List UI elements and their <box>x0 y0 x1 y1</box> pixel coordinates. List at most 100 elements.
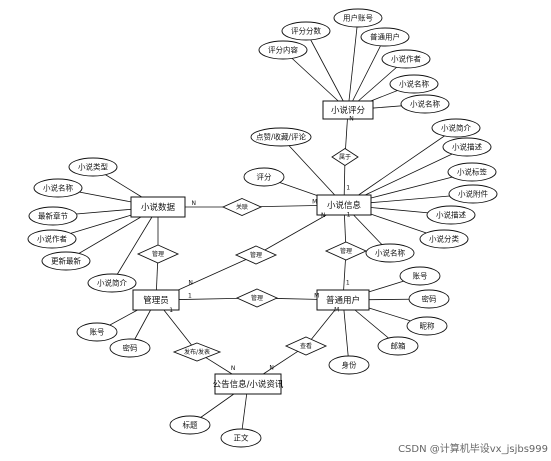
svg-text:最新章节: 最新章节 <box>38 211 68 221</box>
svg-text:正文: 正文 <box>234 433 249 443</box>
relationship-line <box>178 259 247 291</box>
attribute-review-a7: 小说名称 <box>400 94 450 114</box>
attribute-notice-a1: 标题 <box>169 415 211 435</box>
svg-text:小说分类: 小说分类 <box>429 234 459 244</box>
svg-text:小说名称: 小说名称 <box>43 183 73 193</box>
svg-text:点赞/收藏/评论: 点赞/收藏/评论 <box>256 132 307 142</box>
svg-text:小说描述: 小说描述 <box>436 210 466 220</box>
svg-text:小说简介: 小说简介 <box>441 123 471 133</box>
relationship-line <box>178 297 238 300</box>
svg-text:小说附件: 小说附件 <box>458 189 488 199</box>
relationship-browse: 查看 <box>284 336 328 356</box>
svg-text:邮箱: 邮箱 <box>391 341 406 351</box>
attribute-novel-a9: 小说名称 <box>365 243 415 263</box>
attribute-novel-a3: 小说简介 <box>431 118 481 138</box>
entity-review: 小说评分 <box>322 100 374 120</box>
attribute-line <box>348 17 359 102</box>
cardinality-label: N <box>231 365 236 372</box>
diagram-nodes: 评分分数用户账号评分内容普通用户小说作者小说名称小说名称点赞/收藏/评论评分小说… <box>27 8 498 448</box>
relationship-line <box>163 309 192 346</box>
svg-text:发布/发表: 发布/发表 <box>184 348 210 356</box>
attribute-line <box>352 36 386 102</box>
svg-text:小说描述: 小说描述 <box>452 142 482 152</box>
relationship-line <box>345 118 348 149</box>
attribute-line <box>111 216 153 284</box>
relationship-manage: 管理 <box>235 288 279 308</box>
relationship-belong: 属于 <box>331 147 359 167</box>
svg-text:小说名称: 小说名称 <box>399 79 429 89</box>
svg-text:小说作者: 小说作者 <box>391 54 421 64</box>
relationship-line <box>344 214 347 243</box>
svg-text:普通用户: 普通用户 <box>326 295 360 306</box>
relationship-line <box>260 205 318 208</box>
relationship-mgmt2: 管理 <box>136 244 180 264</box>
cardinality-label: 1 <box>346 279 350 286</box>
relationship-line <box>276 298 318 300</box>
entity-notice: 公告信息/小说资讯 <box>213 373 284 395</box>
svg-text:属于: 属于 <box>339 154 351 161</box>
cardinality-label: 1 <box>346 184 350 191</box>
cardinality-label: M <box>312 199 317 206</box>
cardinality-label: N <box>349 116 354 123</box>
cardinality-label: N <box>192 200 197 207</box>
relationship-publish: 发布/发表 <box>172 342 222 362</box>
svg-text:评分分数: 评分分数 <box>291 26 321 36</box>
svg-text:小说类型: 小说类型 <box>78 162 108 172</box>
attribute-collect-a1: 小说类型 <box>68 157 118 177</box>
attribute-collect-a4: 小说作者 <box>27 229 77 249</box>
attribute-novel-a6: 小说附件 <box>448 184 498 204</box>
svg-text:关联: 关联 <box>236 203 248 211</box>
svg-text:管理: 管理 <box>251 294 263 302</box>
attribute-admin-a1: 账号 <box>76 322 118 342</box>
attribute-collect-a3: 最新章节 <box>28 206 78 226</box>
attribute-review-a3: 评分内容 <box>258 40 308 60</box>
entity-user: 普通用户 <box>316 289 370 311</box>
attribute-collect-a5: 更新最新 <box>41 251 91 271</box>
attribute-novel-a5: 小说标签 <box>447 162 497 182</box>
svg-text:小说简介: 小说简介 <box>97 278 127 288</box>
svg-text:密码: 密码 <box>422 294 437 304</box>
attribute-review-a6: 小说名称 <box>389 74 439 94</box>
svg-text:小说数据: 小说数据 <box>141 202 176 213</box>
attribute-collect-a2: 小说名称 <box>33 178 83 198</box>
svg-text:普通用户: 普通用户 <box>370 32 400 42</box>
attribute-novel-a4: 小说描述 <box>442 137 492 157</box>
svg-text:小说作者: 小说作者 <box>37 234 67 244</box>
cardinality-label: 1 <box>188 292 192 299</box>
cardinality-label: M <box>334 307 339 314</box>
svg-text:评分内容: 评分内容 <box>268 45 298 55</box>
attribute-line <box>305 30 344 102</box>
attribute-review-a5: 小说作者 <box>381 49 431 69</box>
svg-text:公告信息/小说资讯: 公告信息/小说资讯 <box>213 379 284 390</box>
relationship-mgmt1: 管理 <box>234 245 278 265</box>
watermark: CSDN @计算机毕设vx_jsjbs999 <box>398 442 548 455</box>
attribute-line <box>280 136 336 196</box>
relationship-line <box>343 259 346 291</box>
svg-text:用户账号: 用户账号 <box>343 13 373 23</box>
relationship-line <box>264 214 327 251</box>
attribute-review-a1: 评分分数 <box>281 21 331 41</box>
svg-text:管理: 管理 <box>340 247 352 255</box>
attribute-collect-a6: 小说简介 <box>87 273 137 293</box>
entity-collect: 小说数据 <box>130 196 186 218</box>
entity-admin: 管理员 <box>132 289 180 311</box>
attribute-user-a2: 密码 <box>408 289 450 309</box>
svg-text:小说信息: 小说信息 <box>327 200 362 211</box>
attribute-review-a4: 普通用户 <box>360 27 410 47</box>
attribute-user-a5: 身份 <box>328 355 370 375</box>
svg-text:小说名称: 小说名称 <box>410 99 440 109</box>
relationship-mgmt3: 管理 <box>324 241 368 261</box>
cardinality-label: M <box>314 292 319 299</box>
svg-text:管理员: 管理员 <box>143 295 169 306</box>
svg-text:账号: 账号 <box>413 272 428 281</box>
svg-text:管理: 管理 <box>152 250 164 258</box>
svg-text:小说评分: 小说评分 <box>331 105 366 116</box>
attribute-novel-a1: 点赞/收藏/评论 <box>250 127 312 147</box>
svg-text:账号: 账号 <box>90 328 105 337</box>
attribute-line <box>365 146 468 196</box>
attribute-novel-a7: 小说描述 <box>426 205 476 225</box>
cardinality-label: N <box>269 364 274 371</box>
svg-text:更新最新: 更新最新 <box>51 256 81 266</box>
